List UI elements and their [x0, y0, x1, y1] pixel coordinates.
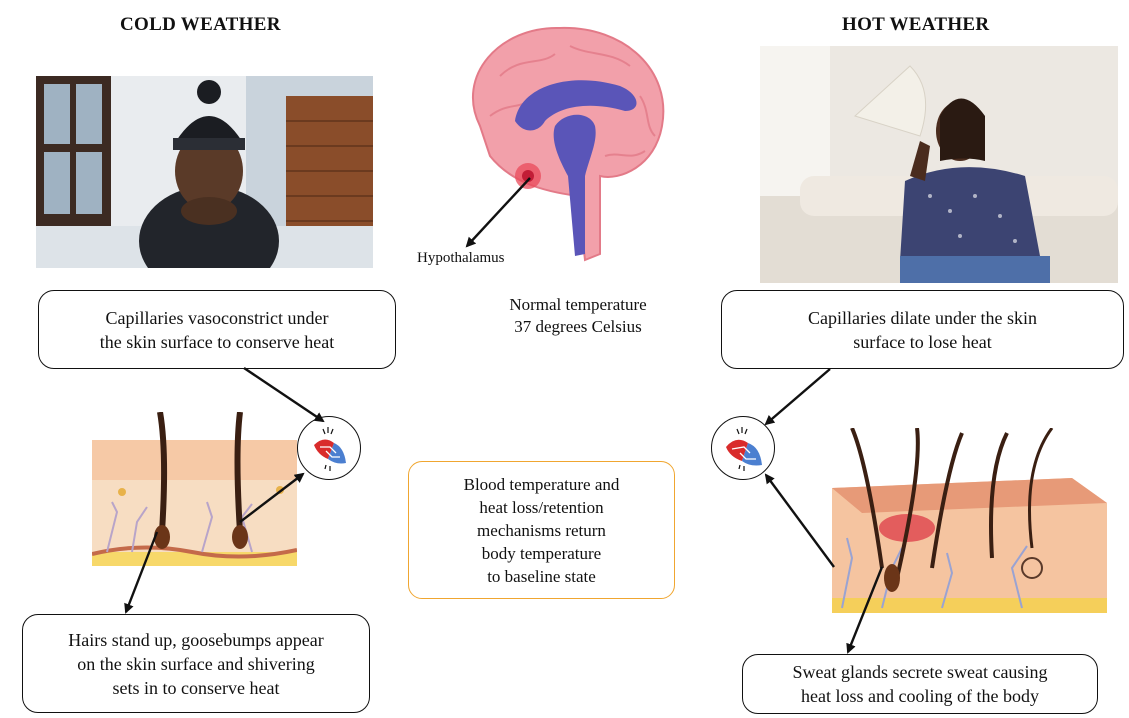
cold-hair-to-box-arrow	[126, 532, 157, 612]
hot-skin-to-icon-arrow	[766, 475, 834, 567]
hypothalamus-arrow	[467, 178, 530, 246]
hot-dilate-arrow	[766, 369, 830, 424]
cold-skin-to-icon-arrow	[240, 474, 303, 522]
hot-gland-to-box-arrow	[848, 567, 882, 652]
cold-vaso-arrow	[244, 368, 323, 421]
